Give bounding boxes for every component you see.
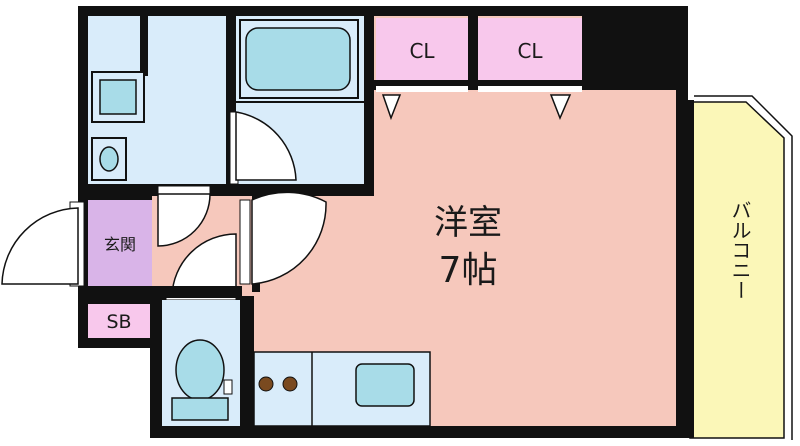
closet-1-label: CL <box>409 39 435 63</box>
stove-burner <box>282 376 298 392</box>
toilet-tank <box>171 397 229 421</box>
shoe-box-label: SB <box>106 311 131 333</box>
balcony-label: バルコニー <box>728 200 752 300</box>
closet-2-label: CL <box>517 39 543 63</box>
closet-1 <box>376 18 468 80</box>
room-door-swing <box>251 191 327 285</box>
closet-door-marker <box>549 94 572 120</box>
room-size-label: 7帖 <box>439 250 498 291</box>
toilet-bowl <box>175 339 225 401</box>
bathtub-basin <box>245 27 351 91</box>
stove-burner <box>258 376 274 392</box>
closet-2 <box>478 18 582 80</box>
closet-door-marker <box>381 94 402 121</box>
room-name-label: 洋室 <box>434 203 502 243</box>
washbasin-bowl <box>99 79 137 115</box>
entrance-label: 玄関 <box>104 235 136 254</box>
kitchen-sink <box>355 363 415 407</box>
bathroom-door-swing <box>235 111 297 181</box>
shoe-box <box>88 304 150 338</box>
washroom-door-swing <box>157 193 211 247</box>
entrance <box>88 200 152 286</box>
front-door-swing <box>1 207 79 285</box>
